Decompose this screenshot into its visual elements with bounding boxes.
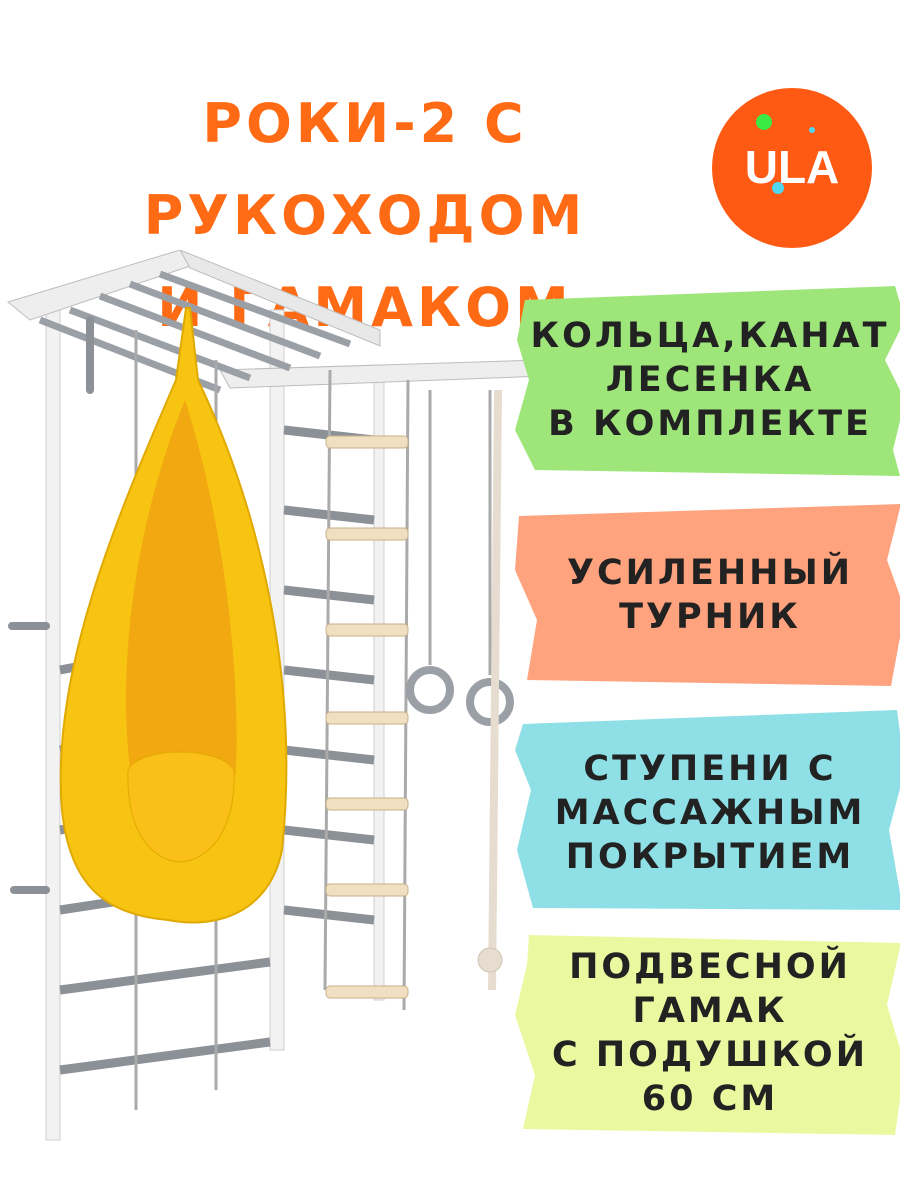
hammock [59,307,288,924]
logo-text: ULA [745,141,840,193]
feature-3-line-1: СТУПЕНИ С [583,748,837,789]
feature-2-line-1: УСИЛЕННЫЙ [566,553,854,593]
wall-bars-with-hammock-illustration [6,250,546,1141]
blue-brush-stroke-icon [515,710,900,910]
feature-badge-hammock-pillow: ПОДВЕСНОЙ ГАМАК С ПОДУШКОЙ 60 СМ [515,925,900,1140]
feature-badge-reinforced-bar: УСИЛЕННЫЙ ТУРНИК [515,500,900,690]
feature-badge-rings-rope-ladder: КОЛЬЦА,КАНАТ ЛЕСЕНКА В КОМПЛЕКТЕ [515,280,900,480]
feature-4-line-2: ГАМАК [632,990,788,1031]
gymnastic-rings [406,390,514,726]
rope-ladder [323,369,410,1011]
feature-badge-massage-steps: СТУПЕНИ С МАССАЖНЫМ ПОКРЫТИЕМ [515,710,900,915]
feature-1-line-1: КОЛЬЦА,КАНАТ [530,316,890,356]
feature-1-line-2: ЛЕСЕНКА [605,360,815,400]
feature-4-line-4: 60 СМ [641,1078,779,1119]
green-brush-stroke-icon [515,286,900,476]
title-line-1: РОКИ-2 С РУКОХОДОМ [143,92,587,247]
feature-1-line-3: В КОМПЛЕКТЕ [548,404,872,444]
orange-brush-stroke-icon [515,504,900,686]
feature-4-line-3: С ПОДУШКОЙ [552,1034,868,1075]
feature-3-line-3: ПОКРЫТИЕМ [565,836,855,877]
yellow-brush-stroke-icon [515,935,900,1135]
ula-logo: ULA [712,88,872,248]
climbing-rope [477,389,503,991]
feature-4-line-1: ПОДВЕСНОЙ [569,946,851,987]
product-title: РОКИ-2 С РУКОХОДОМ И ГАМАКОМ [20,78,710,354]
feature-3-line-2: МАССАЖНЫМ [554,792,866,833]
feature-2-line-2: ТУРНИК [619,597,801,637]
